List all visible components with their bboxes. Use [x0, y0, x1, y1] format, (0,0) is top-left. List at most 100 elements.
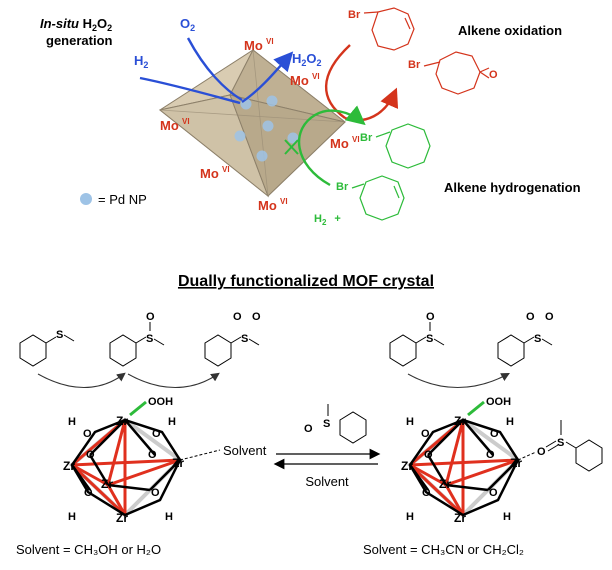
- mof-heading: Dually functionalized MOF crystal: [178, 273, 434, 290]
- epoxide-product: Br O: [408, 51, 498, 95]
- svg-text:Mo: Mo: [244, 38, 263, 53]
- insitu-h2o2-label: In-situ H2O2 generation: [40, 16, 113, 48]
- svg-text:O: O: [526, 311, 535, 323]
- svg-text:O: O: [545, 311, 554, 323]
- sulfoxide-to-sulfone-arrow-right: [407, 372, 510, 388]
- zr-cluster-right-labels: Zr Zr Zr Zr Zr O O O O O O H H H H: [401, 414, 522, 525]
- caption-right: Solvent = CH₃CN or CH₂Cl₂: [363, 542, 524, 557]
- svg-text:O: O: [489, 487, 498, 499]
- svg-text:Zr: Zr: [454, 511, 466, 525]
- zr-cluster-right: [407, 417, 522, 518]
- svg-text:S: S: [56, 329, 63, 341]
- svg-text:Mo: Mo: [290, 73, 309, 88]
- svg-text:Zr: Zr: [63, 459, 75, 473]
- svg-text:O: O: [422, 487, 431, 499]
- sulfoxide-right: S O: [389, 311, 445, 367]
- solvent-label-left: Solvent: [223, 443, 267, 458]
- bromocyclooctene-reactant-bottom: Br: [336, 175, 405, 221]
- svg-text:H: H: [506, 416, 514, 428]
- svg-text:O: O: [151, 487, 160, 499]
- o2-arrow: [186, 37, 243, 102]
- svg-text:H: H: [168, 416, 176, 428]
- thioanisole: S: [19, 329, 75, 367]
- svg-text:O: O: [537, 446, 546, 458]
- svg-text:Br: Br: [336, 181, 349, 193]
- bromocyclooctene-reactant-top: Br: [348, 7, 415, 51]
- coordinated-sulfoxide: O S: [537, 420, 603, 472]
- svg-text:O: O: [490, 428, 499, 440]
- svg-text:H: H: [406, 511, 414, 523]
- sulfoxide-reagent: S O: [304, 404, 367, 444]
- svg-text:Zr: Zr: [454, 414, 466, 428]
- svg-text:In-situ H2O2: In-situ H2O2: [40, 16, 112, 33]
- svg-text:VI: VI: [266, 37, 274, 46]
- svg-text:H: H: [68, 416, 76, 428]
- svg-text:Zr: Zr: [401, 459, 413, 473]
- sulfone-right: S O O: [497, 311, 554, 367]
- pd-catalyst-mark-2: [284, 139, 299, 155]
- svg-text:H2O2: H2O2: [292, 51, 322, 68]
- svg-text:Zr: Zr: [116, 511, 128, 525]
- svg-text:O: O: [489, 69, 498, 81]
- svg-text:Zr: Zr: [439, 477, 451, 491]
- sulfoxide-to-sulfone-arrow: [127, 372, 220, 388]
- bromocyclooctane-product: Br: [360, 123, 431, 169]
- alkene-hydrogenation-label: Alkene hydrogenation: [444, 180, 581, 195]
- svg-text:O: O: [152, 428, 161, 440]
- svg-text:Mo: Mo: [258, 198, 277, 213]
- svg-text:Mo: Mo: [330, 136, 349, 151]
- svg-text:O: O: [486, 449, 495, 461]
- hydrogenation-arrow: [297, 105, 366, 187]
- caption-left: Solvent = CH₃OH or H₂O: [16, 542, 161, 557]
- sulfone-left: S O O: [204, 311, 261, 367]
- o2-label: O2: [180, 16, 195, 33]
- solvent-bond-left: [179, 449, 221, 461]
- svg-text:S: S: [241, 333, 248, 345]
- svg-text:S: S: [557, 437, 564, 449]
- h2-label: H2: [134, 53, 148, 70]
- h2o2-label: H2O2: [292, 51, 322, 68]
- svg-text:S: S: [426, 333, 433, 345]
- svg-text:H2: H2: [134, 53, 148, 70]
- ooh-label-left: OOH: [148, 396, 173, 408]
- svg-text:H: H: [406, 416, 414, 428]
- svg-text:VI: VI: [280, 197, 288, 206]
- svg-text:O: O: [421, 428, 430, 440]
- solvent-arrow-label: Solvent: [305, 474, 349, 489]
- h2o2-arrow: [241, 51, 294, 103]
- svg-text:Mo: Mo: [160, 118, 179, 133]
- alkene-oxidation-label: Alkene oxidation: [458, 23, 562, 38]
- svg-text:O: O: [424, 449, 433, 461]
- svg-text:= Pd NP: = Pd NP: [98, 192, 147, 207]
- svg-text:O: O: [426, 311, 435, 323]
- svg-text:O: O: [146, 311, 155, 323]
- svg-text:H: H: [68, 511, 76, 523]
- svg-text:S: S: [534, 333, 541, 345]
- sulfide-to-sulfoxide-arrow: [37, 372, 126, 389]
- svg-text:Zr: Zr: [172, 456, 184, 470]
- zr-cluster-left-labels: Zr Zr Zr Zr Zr O O O O O O H H H H: [63, 414, 184, 525]
- svg-text:H: H: [503, 511, 511, 523]
- svg-text:Zr: Zr: [101, 477, 113, 491]
- svg-text:S: S: [146, 333, 153, 345]
- sulfoxide-left: S O: [109, 311, 165, 367]
- svg-text:Br: Br: [408, 59, 421, 71]
- svg-text:Zr: Zr: [116, 414, 128, 428]
- svg-text:O: O: [148, 449, 157, 461]
- svg-text:VI: VI: [182, 117, 190, 126]
- ooh-label-right: OOH: [486, 396, 511, 408]
- ooh-bond-left: [129, 400, 147, 417]
- octahedron-crystal: [158, 48, 347, 198]
- svg-text:VI: VI: [312, 72, 320, 81]
- ooh-bond-right: [467, 400, 485, 417]
- svg-text:Br: Br: [348, 9, 361, 21]
- svg-text:O: O: [84, 487, 93, 499]
- svg-text:VI: VI: [352, 135, 360, 144]
- h2-plus-label: H2+: [314, 213, 341, 227]
- equilibrium-arrows: [273, 448, 381, 470]
